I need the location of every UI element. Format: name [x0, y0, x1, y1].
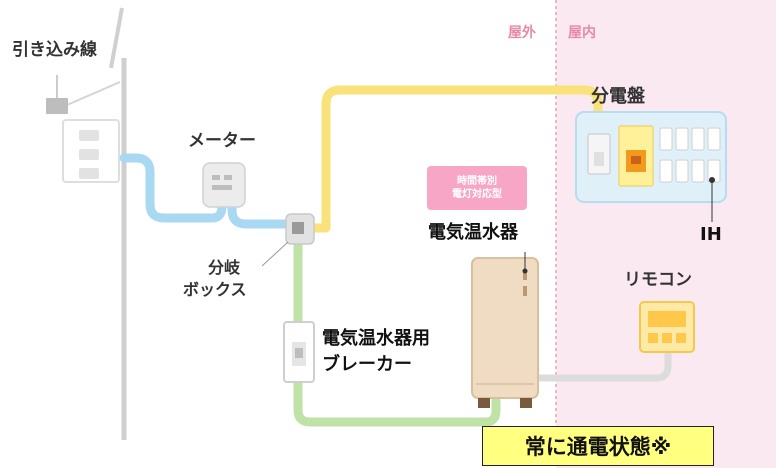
utility-pole	[46, 7, 127, 440]
breaker-label-line2: ブレーカー	[322, 354, 412, 375]
distribution-panel-label: 分電盤	[591, 86, 645, 107]
breaker-label-line1: 電気温水器用	[322, 328, 430, 349]
distribution-panel-icon	[575, 111, 727, 222]
service-drop-label: 引き込み線	[12, 40, 97, 60]
indoor-area	[556, 0, 776, 468]
yellow-wire	[307, 85, 603, 233]
branch-box-icon	[285, 213, 315, 245]
remote-icon	[639, 301, 695, 353]
water-heater-icon	[471, 252, 539, 408]
indoor-label: 屋内	[568, 25, 596, 41]
branch-box-label-line1: 分岐	[208, 258, 241, 277]
ih-label: IH	[700, 224, 722, 245]
green-wire	[293, 237, 501, 427]
breaker-icon	[283, 321, 315, 383]
branch-box-label-line2: ボックス	[183, 280, 247, 299]
remote-label: リモコン	[624, 270, 692, 290]
meter-label: メーター	[188, 131, 256, 151]
meter-icon	[202, 162, 246, 208]
time-of-use-badge: 時間帯別 電灯対応型	[427, 166, 527, 210]
blue-wire	[119, 153, 293, 229]
always-energized-notice: 常に通電状態※	[482, 426, 714, 466]
badge-line2: 電灯対応型	[452, 189, 502, 200]
water-heater-label: 電気温水器	[428, 222, 518, 243]
gray-wire	[536, 348, 672, 382]
badge-line1: 時間帯別	[457, 176, 497, 187]
outdoor-label: 屋外	[508, 25, 536, 41]
branch-box-leader	[261, 241, 289, 267]
